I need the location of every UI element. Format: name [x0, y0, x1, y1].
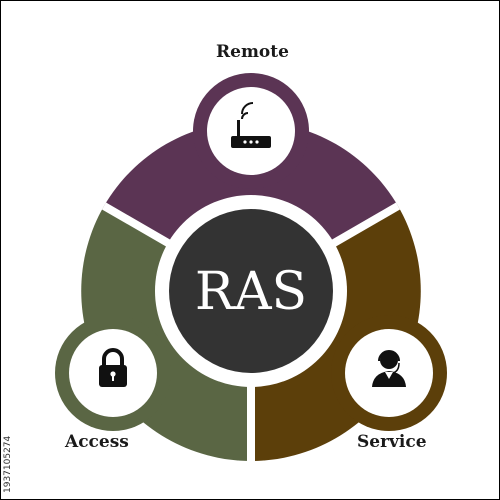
padlock-icon — [99, 348, 127, 387]
support-agent-icon — [372, 350, 406, 387]
stock-id-text: 1937105274 — [3, 435, 13, 493]
center-label: RAS — [195, 262, 307, 322]
remote-label: Remote — [216, 42, 289, 62]
access-label: Access — [65, 432, 129, 452]
stock-id-strip: 1937105274 — [1, 381, 15, 499]
wifi-router-icon — [231, 102, 271, 148]
service-label: Service — [357, 432, 427, 452]
center-hub — [169, 209, 333, 373]
